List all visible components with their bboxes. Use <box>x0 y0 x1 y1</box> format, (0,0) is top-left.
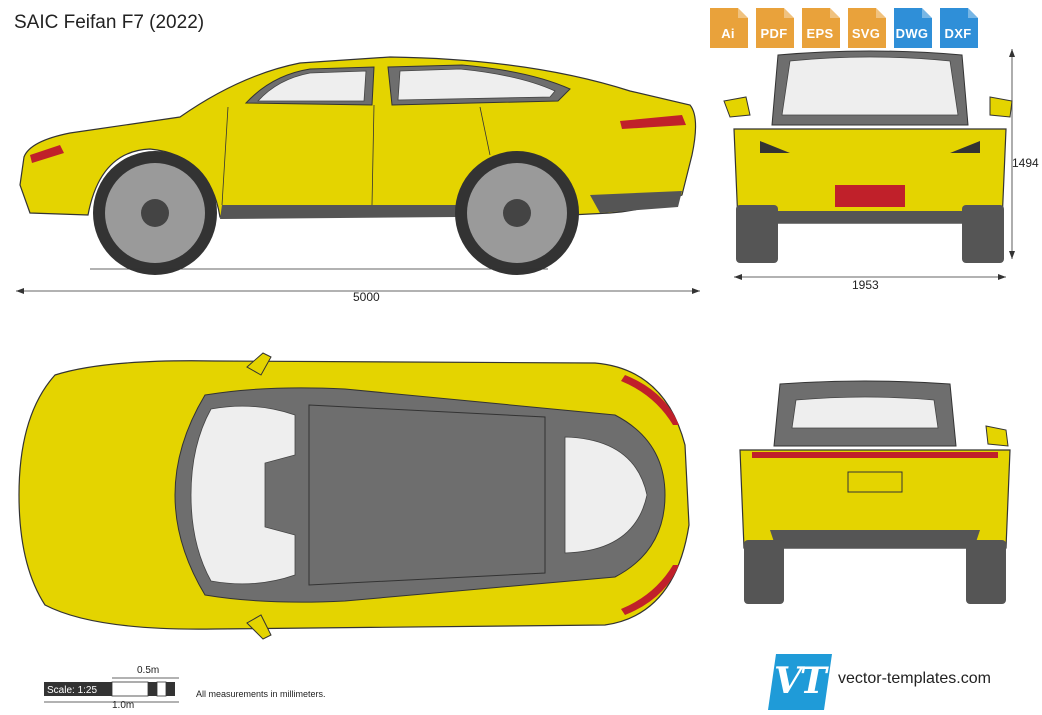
rear-tire-right <box>966 540 1006 604</box>
brand-logo-letters: VT <box>774 660 827 702</box>
top-windshield <box>190 405 296 585</box>
side-front-wheel <box>93 151 217 275</box>
side-front-window-glass <box>257 70 367 102</box>
top-rear-window <box>564 436 648 554</box>
front-windshield <box>781 56 959 116</box>
height-dimension-label: 1494 <box>1012 156 1039 170</box>
front-view <box>723 49 1015 280</box>
length-dimension-label: 5000 <box>353 290 380 304</box>
top-panoramic-roof <box>308 404 546 586</box>
rear-window <box>791 396 939 429</box>
front-lower-grille <box>760 211 980 223</box>
scale-one-meter-label: 1.0m <box>112 700 135 711</box>
format-icon-svg[interactable]: SVG <box>844 8 888 48</box>
front-tire-right <box>962 205 1004 263</box>
format-label: SVG <box>851 26 881 41</box>
scale-label: Scale: 1:25 <box>47 685 98 696</box>
brand-logo: VT <box>768 654 832 710</box>
format-label: DXF <box>944 26 972 41</box>
front-mirror-right <box>989 96 1013 118</box>
rear-tire-left <box>744 540 784 604</box>
format-label: EPS <box>806 26 834 41</box>
side-head-light <box>30 145 64 163</box>
format-label: PDF <box>760 26 788 41</box>
side-rear-wheel <box>455 151 579 275</box>
rear-diffuser <box>770 530 980 548</box>
scale-half-meter-label: 0.5m <box>137 665 160 676</box>
side-rear-bumper-trim <box>590 191 682 213</box>
rear-mirror <box>985 425 1009 447</box>
format-icon-pdf[interactable]: PDF <box>752 8 796 48</box>
brand-name[interactable]: vector-templates.com <box>838 670 991 687</box>
side-sill <box>220 205 460 219</box>
format-label: Ai <box>721 26 735 41</box>
format-icon-dwg[interactable]: DWG <box>890 8 934 48</box>
format-icon-ai[interactable]: Ai <box>706 8 750 48</box>
front-head-light-right <box>950 141 980 153</box>
front-head-light-left <box>760 141 790 153</box>
top-tail-light-left <box>621 375 679 425</box>
side-rear-window-glass <box>397 68 556 101</box>
side-tail-light <box>620 115 686 129</box>
format-icon-dxf[interactable]: DXF <box>936 8 980 48</box>
measurement-note: All measurements in millimeters. <box>196 689 326 699</box>
rear-light-bar <box>752 452 998 458</box>
format-label: DWG <box>895 26 929 41</box>
side-view <box>16 56 700 294</box>
top-mirror-right <box>246 614 272 640</box>
front-license-plate <box>835 185 905 207</box>
width-dimension-label: 1953 <box>852 278 879 292</box>
top-view <box>18 352 690 640</box>
top-mirror-left <box>246 352 272 376</box>
rear-license-plate <box>847 471 903 493</box>
rear-view <box>739 380 1011 604</box>
format-icon-eps[interactable]: EPS <box>798 8 842 48</box>
scale-bar <box>44 677 179 703</box>
front-mirror-left <box>723 96 751 118</box>
top-tail-light-right <box>621 565 679 615</box>
page-title: SAIC Feifan F7 (2022) <box>14 12 205 33</box>
front-tire-left <box>736 205 778 263</box>
